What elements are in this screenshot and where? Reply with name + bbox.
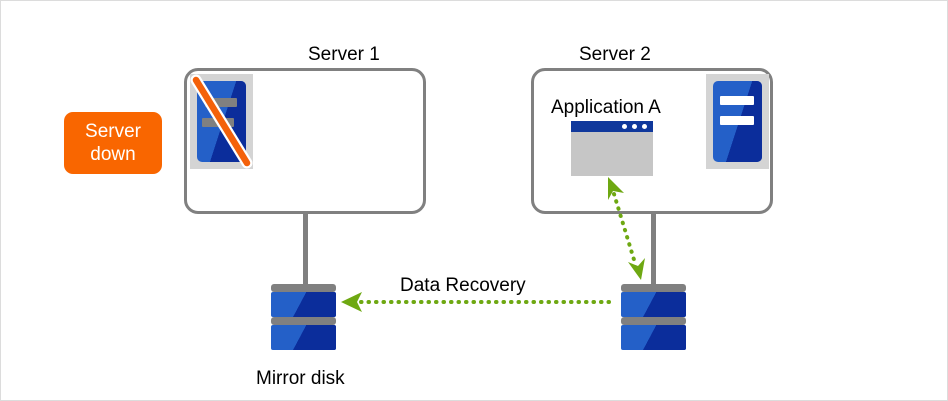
server2-disk-connector [651, 212, 656, 286]
server-unit-bar [202, 118, 234, 127]
disk-platter [621, 292, 686, 317]
server1-disk-connector [303, 212, 308, 286]
mirror-disk-icon-left [271, 284, 336, 356]
server1-title: Server 1 [308, 44, 380, 65]
status-badge-line-2: down [90, 144, 136, 165]
window-dot-icon [632, 124, 637, 129]
disk-platter [621, 325, 686, 350]
server-unit-bar [720, 96, 754, 105]
disk-cap [271, 317, 336, 325]
disk-platter [271, 325, 336, 350]
disk-platter [271, 292, 336, 317]
mirror-disk-icon-right [621, 284, 686, 356]
server-unit-bar [720, 116, 754, 125]
mirror-disk-label: Mirror disk [256, 368, 345, 389]
server-unit-icon-running [706, 74, 769, 169]
disk-cap [621, 284, 686, 292]
server-unit-icon-down [190, 74, 253, 169]
data-recovery-label: Data Recovery [400, 275, 526, 296]
application-a-label: Application A [551, 97, 661, 118]
status-badge-line-1: Server [85, 121, 141, 142]
disk-cap [271, 284, 336, 292]
disk-cap [621, 317, 686, 325]
server2-title: Server 2 [579, 44, 651, 65]
application-window-titlebar [571, 121, 653, 132]
window-dot-icon [642, 124, 647, 129]
status-badge-server-down: Server down [64, 112, 162, 174]
server-unit-bar [205, 98, 237, 107]
application-window-icon [571, 121, 653, 176]
window-dot-icon [622, 124, 627, 129]
